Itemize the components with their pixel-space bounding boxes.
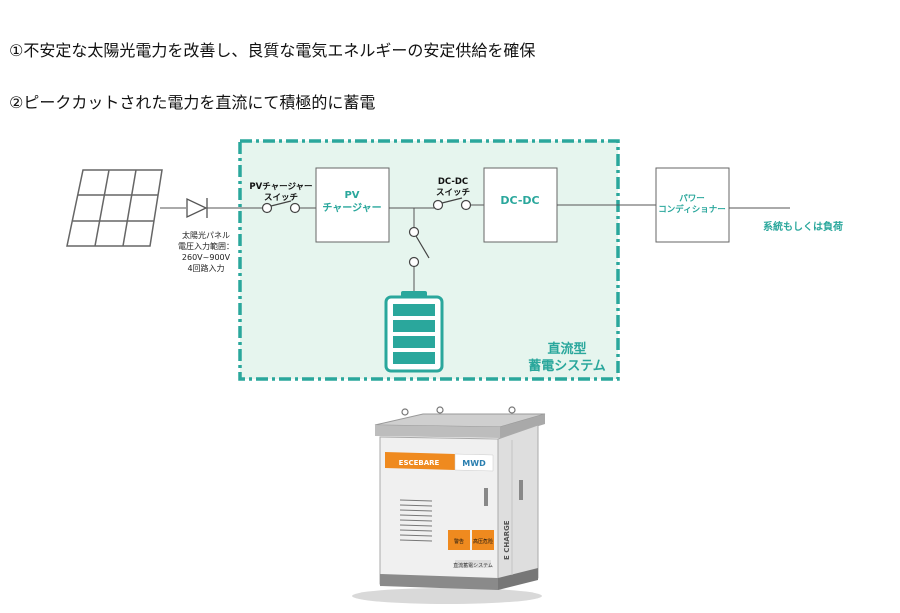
power-conditioner-label-2: コンディショナー bbox=[658, 204, 725, 215]
dcdc-box-label: DC-DC bbox=[500, 194, 539, 207]
dcdc-switch-label-2: スイッチ bbox=[436, 188, 470, 198]
dcdc-box bbox=[483, 167, 558, 243]
power-conditioner-label-1: パワー bbox=[679, 193, 705, 204]
battery-icon bbox=[384, 291, 444, 373]
dcdc-switch-label-1: DC-DC bbox=[438, 177, 468, 187]
system-label-1: 直流型 bbox=[547, 341, 586, 357]
pv-charger-box bbox=[315, 167, 390, 243]
heading-line-2: ②ピークカットされた電力を直流にて積極的に蓄電 bbox=[9, 93, 376, 112]
pv-switch-contact-left bbox=[261, 202, 273, 214]
diode-icon bbox=[186, 197, 208, 219]
battery-switch-contact-top bbox=[408, 226, 420, 238]
cabinet-warning-right: 高压危险 bbox=[473, 538, 493, 545]
dcdc-switch-contact-left bbox=[432, 199, 444, 211]
pv-switch-contact-right bbox=[289, 202, 301, 214]
panel-note-line-4: 4回路入力 bbox=[187, 263, 224, 273]
panel-note-line-1: 太陽光パネル bbox=[182, 230, 230, 240]
solar-panel-icon bbox=[66, 169, 163, 247]
pv-switch-label-1: PVチャージャー bbox=[249, 182, 312, 192]
system-label-2: 蓄電システム bbox=[528, 358, 606, 374]
pv-charger-label-2: チャージャー bbox=[322, 202, 381, 214]
cabinet-warning-left: 警告 bbox=[454, 538, 464, 545]
panel-note-line-2: 電圧入力範囲： bbox=[178, 241, 234, 251]
battery-switch-contact-bottom bbox=[408, 256, 420, 268]
cabinet-side-text: E CHARGE bbox=[503, 520, 511, 560]
heading-line-1: ①不安定な太陽光電力を改善し、良質な電気エネルギーの安定供給を確保 bbox=[9, 41, 536, 60]
cabinet-brand-right: MWD bbox=[462, 459, 486, 468]
cabinet-brand-left: ESCEBARE bbox=[399, 459, 440, 467]
power-conditioner-box bbox=[655, 167, 730, 243]
cabinet-bottom-label: 直流蓄電システム bbox=[453, 562, 493, 569]
panel-note-line-3: 260V~900V bbox=[182, 253, 231, 262]
output-label: 系統もしくは負荷 bbox=[763, 220, 843, 233]
dcdc-switch-contact-right bbox=[460, 199, 472, 211]
pv-switch-label-2: スイッチ bbox=[264, 193, 298, 203]
storage-cabinet-image bbox=[352, 406, 546, 604]
pv-charger-label-1: PV bbox=[344, 190, 359, 201]
